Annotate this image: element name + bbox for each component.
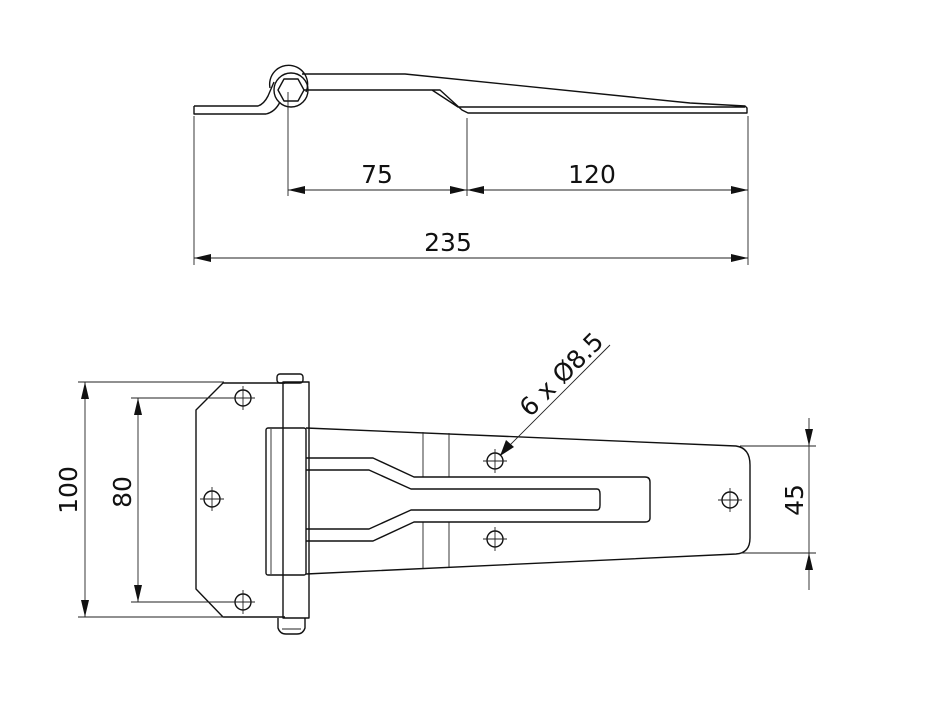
hole-strap-top <box>483 449 507 473</box>
dim-120: 120 <box>467 160 748 194</box>
dim-text-100: 100 <box>54 466 83 514</box>
hole-callout-text: 6 x Ø8.5 <box>514 327 609 422</box>
dim-75: 75 <box>288 160 467 194</box>
strap-knuckle <box>265 427 307 576</box>
hole-leaf-middle <box>200 487 224 511</box>
dim-80: 80 <box>108 397 232 603</box>
dim-45: 45 <box>740 418 816 590</box>
dim-100: 100 <box>54 381 224 618</box>
side-profile-outline <box>193 64 748 115</box>
strap-rib-inner <box>306 469 601 530</box>
dim-text-75: 75 <box>361 160 393 189</box>
hole-strap-end <box>718 488 742 512</box>
pin-barrel <box>282 381 310 619</box>
side-view: 75 120 235 <box>193 64 749 265</box>
hole-leaf-bottom <box>231 590 255 614</box>
dim-text-235: 235 <box>424 228 472 257</box>
hole-leaf-top <box>231 386 255 410</box>
dim-text-120: 120 <box>568 160 616 189</box>
mounting-leaf <box>195 382 285 618</box>
strap-rib-outer <box>306 457 651 542</box>
top-view: 100 80 45 6 x Ø8.5 <box>54 327 816 635</box>
pin-head-bottom <box>277 618 306 635</box>
hex-pin <box>277 78 305 102</box>
dim-text-45: 45 <box>780 484 809 516</box>
hole-strap-bottom <box>483 527 507 551</box>
pin-head-top <box>276 373 304 384</box>
strap-outline <box>305 427 751 575</box>
dim-235: 235 <box>194 228 748 262</box>
dim-text-80: 80 <box>108 476 137 508</box>
knuckle-outline <box>273 72 309 108</box>
